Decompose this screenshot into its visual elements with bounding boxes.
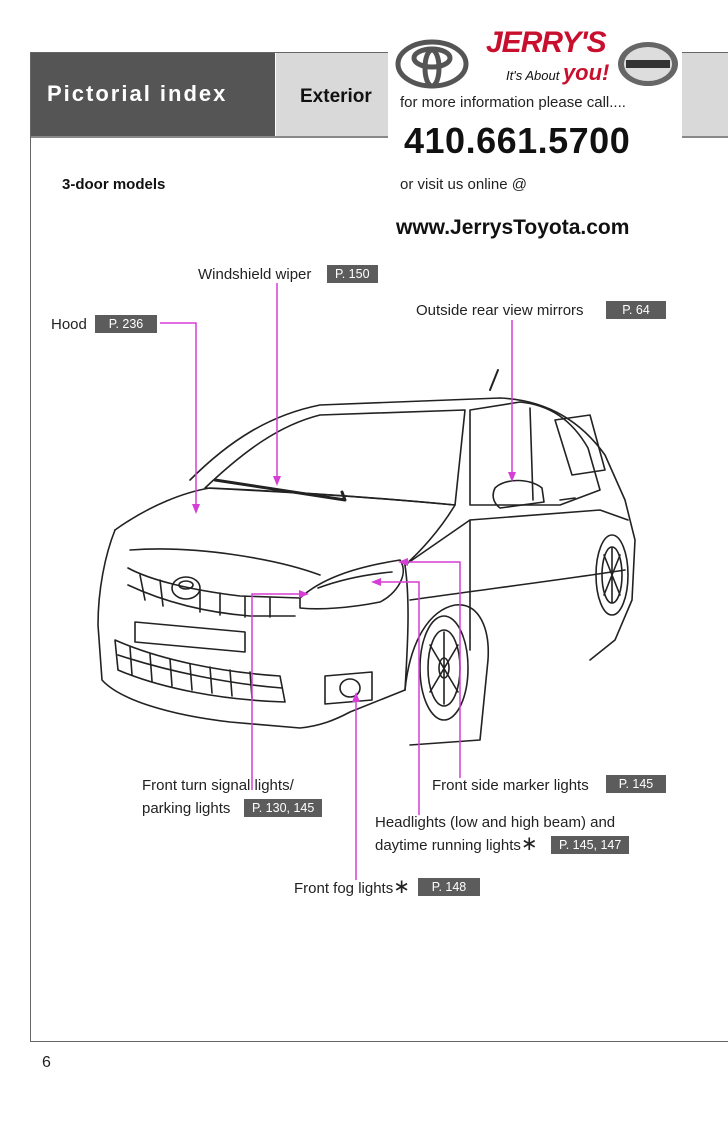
dealer-brand: JERRY'S <box>486 26 607 59</box>
ad-phone[interactable]: 410.661.5700 <box>404 120 631 161</box>
headlights-label-line2: daytime running lights∗ <box>375 834 538 854</box>
headlights-page-link[interactable]: P. 145, 147 <box>551 836 630 854</box>
turn-signal-label-line1: Front turn signal lights/ <box>142 777 294 794</box>
windshield-wiper-label: Windshield wiper <box>198 266 312 283</box>
toyota-logo-icon <box>395 39 469 89</box>
page-number: 6 <box>42 1054 51 1071</box>
section-header: Pictorial index <box>31 53 275 136</box>
slogan-prefix: It's About <box>506 68 560 83</box>
mirrors-page-link[interactable]: P. 64 <box>606 301 666 319</box>
dealer-ad[interactable]: JERRY'S It's About you! for more informa… <box>388 26 682 262</box>
ad-visit: or visit us online @ <box>400 176 527 193</box>
dealer-slogan: It's About you! <box>506 60 609 86</box>
scion-logo-icon <box>618 42 678 86</box>
fog-star: ∗ <box>393 876 410 898</box>
slogan-emphasis: you! <box>562 60 610 85</box>
subhead: 3-door models <box>62 176 166 193</box>
hood-page-link[interactable]: P. 236 <box>95 315 157 333</box>
header-divider <box>31 136 728 138</box>
section-title: Pictorial index <box>47 81 228 106</box>
ad-url[interactable]: www.JerrysToyota.com <box>396 216 630 239</box>
hood-label: Hood <box>51 316 87 333</box>
fog-page-link[interactable]: P. 148 <box>418 878 480 896</box>
turn-signal-page-link[interactable]: P. 130, 145 <box>244 799 323 817</box>
turn-signal-label-line2: parking lights <box>142 800 231 817</box>
fog-label-text: Front fog lights <box>294 880 394 897</box>
headlights-label-line1: Headlights (low and high beam) and <box>375 814 616 831</box>
headlights-label-text: daytime running lights <box>375 837 521 854</box>
fog-label: Front fog lights∗ <box>294 877 410 897</box>
side-marker-page-link[interactable]: P. 145 <box>606 775 666 793</box>
mirrors-label: Outside rear view mirrors <box>416 302 584 319</box>
tab-title: Exterior <box>300 86 372 107</box>
page-frame <box>30 52 728 1042</box>
windshield-wiper-page-link[interactable]: P. 150 <box>327 265 378 283</box>
headlights-star: ∗ <box>520 833 538 855</box>
ad-info: for more information please call.... <box>400 94 626 111</box>
side-marker-label: Front side marker lights <box>432 777 589 794</box>
dealer-logos <box>395 39 678 89</box>
